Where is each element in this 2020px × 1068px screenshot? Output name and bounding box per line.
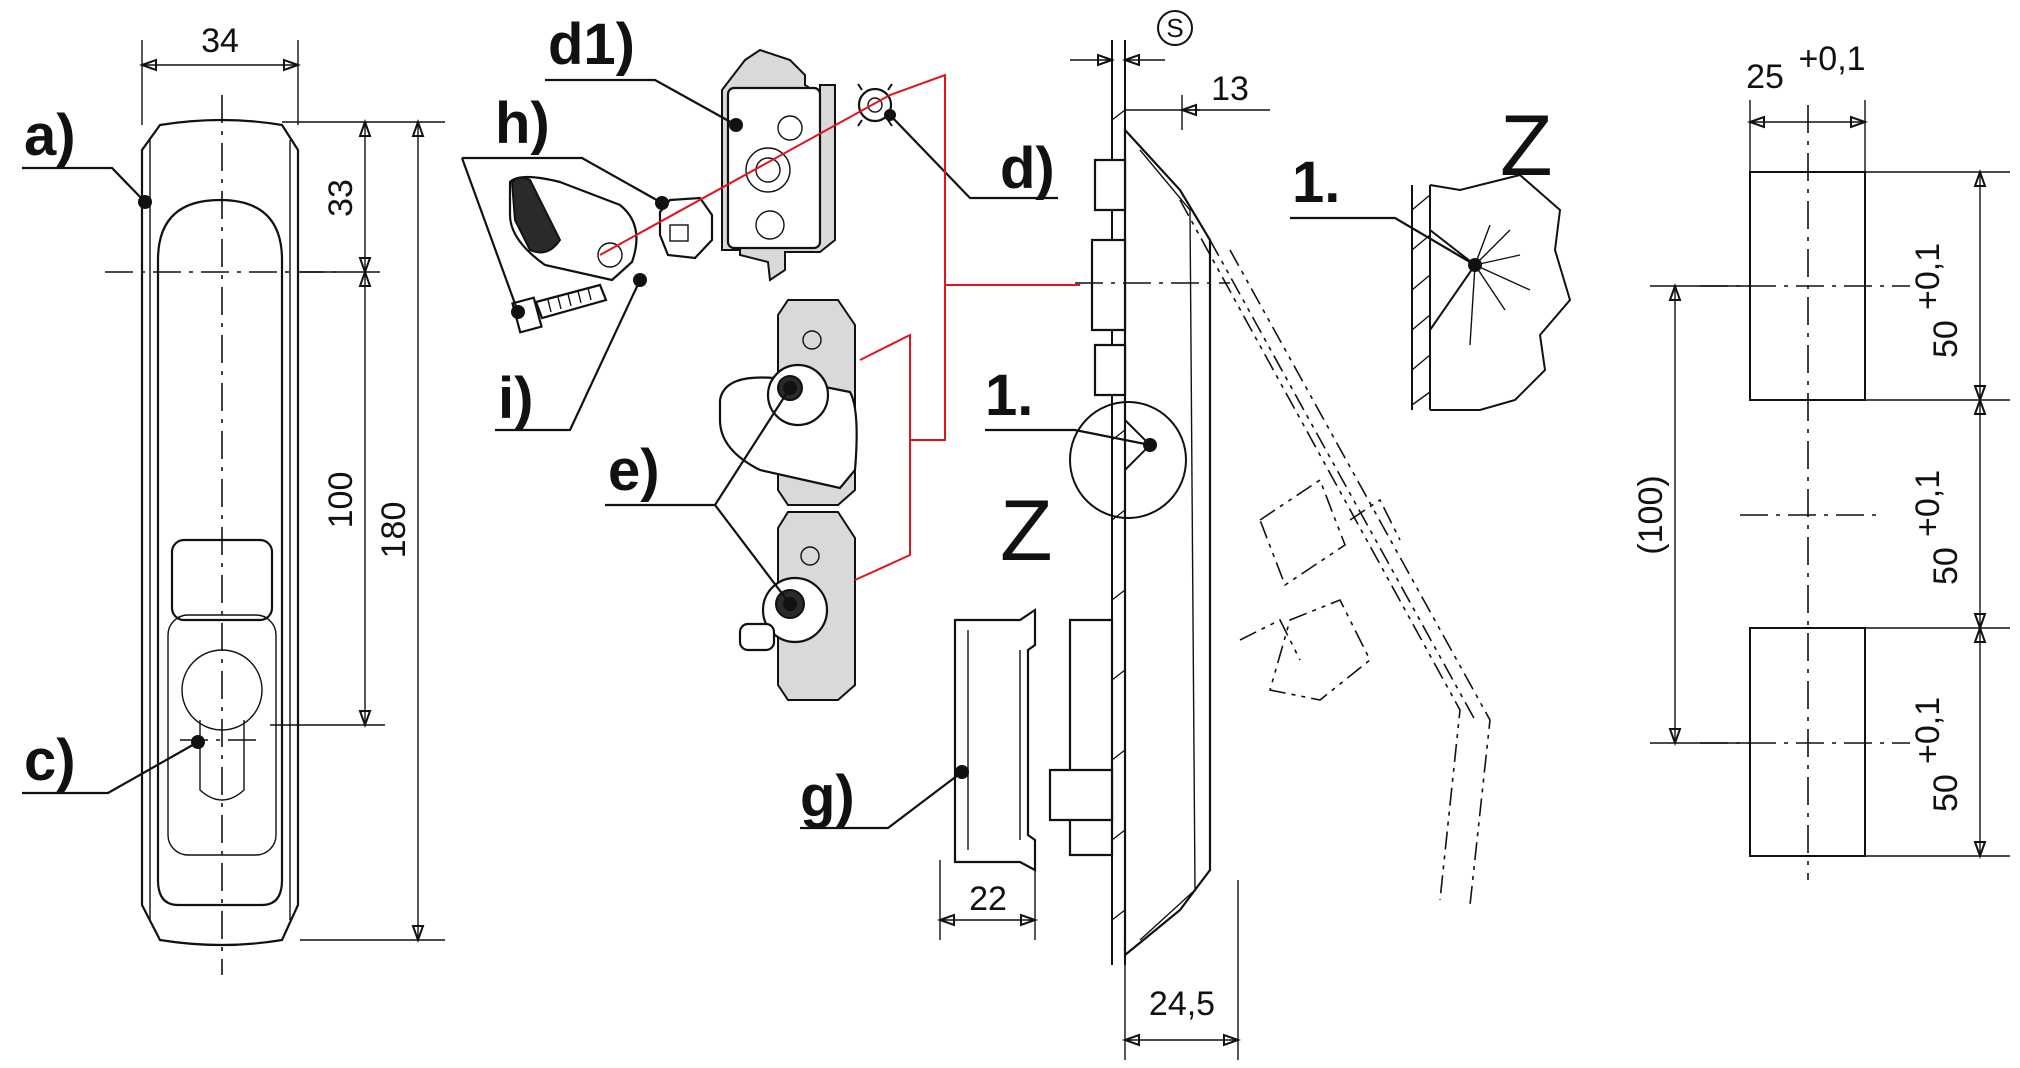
- part-e-cylinder-upper: [718, 299, 858, 506]
- callout-c: c): [24, 728, 76, 793]
- dim-pitch-100: (100): [1632, 475, 1670, 554]
- dim-cutout-height-3-tol: +0,1: [1909, 697, 1947, 764]
- dim-handle-depth-24-5: 24,5: [1149, 985, 1215, 1023]
- dim-cutout-height-2-tol: +0,1: [1909, 470, 1947, 537]
- dim-cutout-height-1-tol: +0,1: [1909, 243, 1947, 310]
- dim-cutout-height-1: 50: [1927, 320, 1965, 358]
- detail-mark-z-side: Z: [1000, 483, 1053, 579]
- dim-cutout-height-1-group: 50 +0,1: [1909, 243, 1965, 358]
- part-d-gear: [857, 83, 896, 127]
- side-view-dimensions: [937, 10, 1270, 1060]
- detail-ref-1-z: 1.: [1292, 150, 1340, 215]
- callout-e: e): [608, 438, 660, 503]
- callout-d-leader: [889, 114, 1058, 200]
- part-d1-lock-housing: [721, 48, 836, 282]
- dim-cutout-height-3-group: 50 +0,1: [1909, 697, 1965, 812]
- callout-a: a): [24, 103, 76, 168]
- detail-circle-1: [985, 401, 1187, 519]
- dim-depth-13: 13: [1211, 70, 1249, 108]
- dim-width-34: 34: [201, 22, 239, 60]
- detail-mark-z: Z: [1500, 98, 1553, 194]
- dim-lock-depth-22: 22: [969, 880, 1007, 918]
- front-view-dimensions: [139, 40, 445, 943]
- callout-i: i): [498, 366, 533, 431]
- part-i-screw: [511, 273, 647, 334]
- callout-d1: d1): [548, 12, 635, 77]
- callouts-h-i-leaders: [460, 156, 663, 432]
- dim-overall-180: 180: [375, 502, 413, 559]
- callout-c-leader: [22, 735, 205, 795]
- part-g-lock-body: [953, 607, 1037, 872]
- detail-ref-1-side: 1.: [985, 363, 1033, 428]
- callout-g-leader: [800, 771, 963, 830]
- panel-cutout-drawing: [1650, 100, 2010, 880]
- symbol-s: S: [1166, 13, 1183, 43]
- callout-d1-leader: [545, 78, 737, 126]
- part-h-cam: [508, 175, 714, 282]
- dim-cutout-width: 25: [1746, 58, 1784, 96]
- callout-g: g): [800, 764, 855, 829]
- assembly-lines-red: [599, 73, 1080, 581]
- part-e-cylinder-lower: [738, 511, 856, 701]
- callout-d: d): [1000, 136, 1055, 201]
- detail-z-view: [1290, 173, 1572, 411]
- dim-cutout-height-3: 50: [1927, 774, 1965, 812]
- callout-e-leader: [605, 381, 797, 611]
- dim-axis-100: 100: [322, 472, 360, 529]
- callout-a-leader: [22, 166, 152, 209]
- dim-cutout-width-tolerance: +0,1: [1798, 40, 1865, 78]
- side-view-open-handle: [1179, 199, 1491, 906]
- dim-cutout-height-2-group: 50 +0,1: [1909, 470, 1965, 585]
- dim-top-33: 33: [322, 179, 360, 217]
- dim-cutout-height-2: 50: [1927, 547, 1965, 585]
- callout-h: h): [495, 91, 550, 156]
- front-view-handle: [105, 95, 340, 975]
- side-view-handle: [1048, 127, 1230, 958]
